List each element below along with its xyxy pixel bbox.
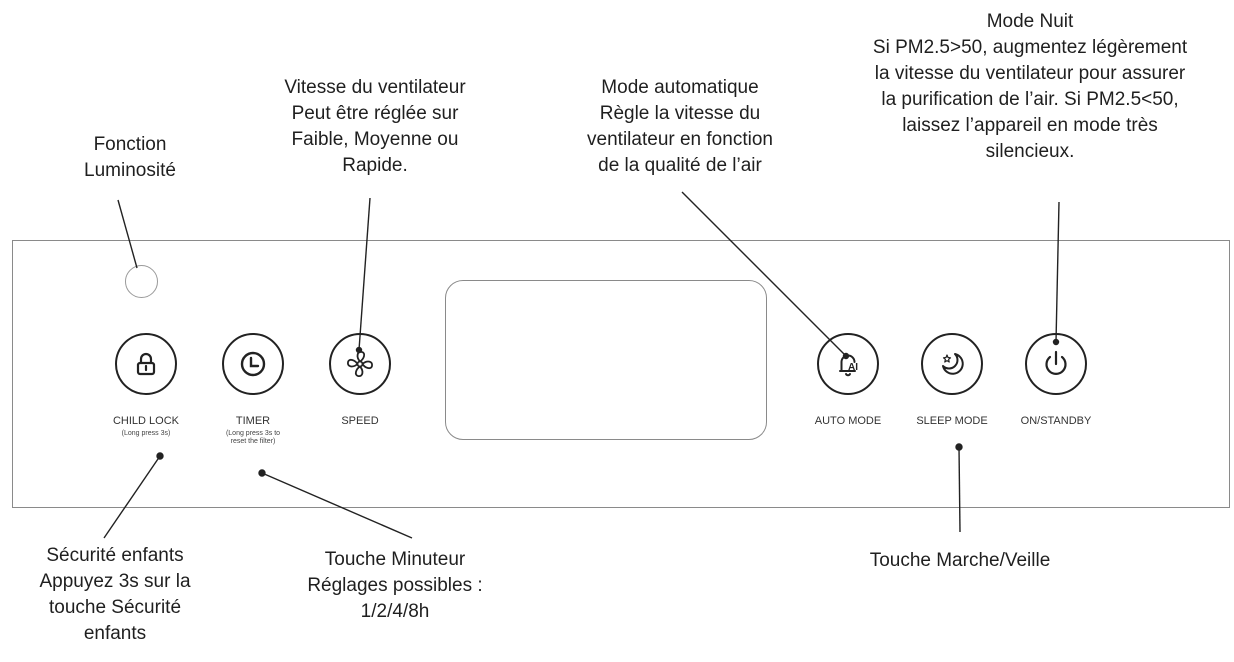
leader-timer (261, 472, 413, 539)
leader-child-lock-dot (156, 452, 164, 460)
callout-timer: Touche Minuteur Réglages possibles : 1/2… (307, 549, 483, 622)
power-icon (1045, 350, 1067, 375)
fan-icon (347, 351, 373, 377)
leader-child-lock (103, 455, 161, 539)
speed-label: SPEED (341, 415, 379, 427)
sleep-mode-label: SLEEP MODE (916, 415, 988, 427)
callout-child-lock: Sécurité enfants Appuyez 3s sur la touch… (39, 545, 191, 644)
callout-auto-mode: Mode automatique Règle la vitesse du ven… (587, 77, 773, 176)
svg-text:AI: AI (848, 362, 858, 373)
callout-night-mode: Mode Nuit Si PM2.5>50, augmentez légèrem… (872, 11, 1188, 162)
callout-brightness: Fonction Luminosité (84, 134, 176, 181)
auto-mode-button[interactable]: AI (817, 333, 879, 395)
control-panel (12, 240, 1230, 508)
leader-fan-speed-dot (355, 346, 363, 354)
on-standby-label: ON/STANDBY (1020, 415, 1092, 427)
callout-fan-speed: Vitesse du ventilateur Peut être réglée … (284, 77, 466, 176)
child-lock-button[interactable] (115, 333, 177, 395)
timer-label: TIMER (235, 415, 271, 427)
leader-auto-mode-dot (842, 352, 850, 360)
child-lock-sublabel: (Long press 3s) (121, 430, 171, 437)
clock-icon (240, 351, 266, 377)
leader-power-dot (955, 443, 963, 451)
moon-star-icon (942, 353, 964, 375)
sleep-mode-button[interactable] (921, 333, 983, 395)
padlock-icon (136, 352, 156, 376)
leader-timer-dot (258, 469, 266, 477)
timer-sublabel: (Long press 3s to reset the filter) (225, 430, 281, 445)
leader-brightness (117, 199, 138, 269)
auto-mode-label: AUTO MODE (814, 415, 882, 427)
light-sensor (125, 265, 158, 298)
callout-power: Touche Marche/Veille (869, 550, 1051, 571)
leader-fan-speed (358, 197, 371, 351)
leader-power (958, 446, 961, 533)
child-lock-label: CHILD LOCK (112, 415, 180, 427)
leader-night-mode (1055, 201, 1060, 343)
leader-auto-mode (681, 191, 847, 357)
timer-button[interactable] (222, 333, 284, 395)
leader-night-mode-dot (1052, 338, 1060, 346)
display-screen (445, 280, 767, 440)
